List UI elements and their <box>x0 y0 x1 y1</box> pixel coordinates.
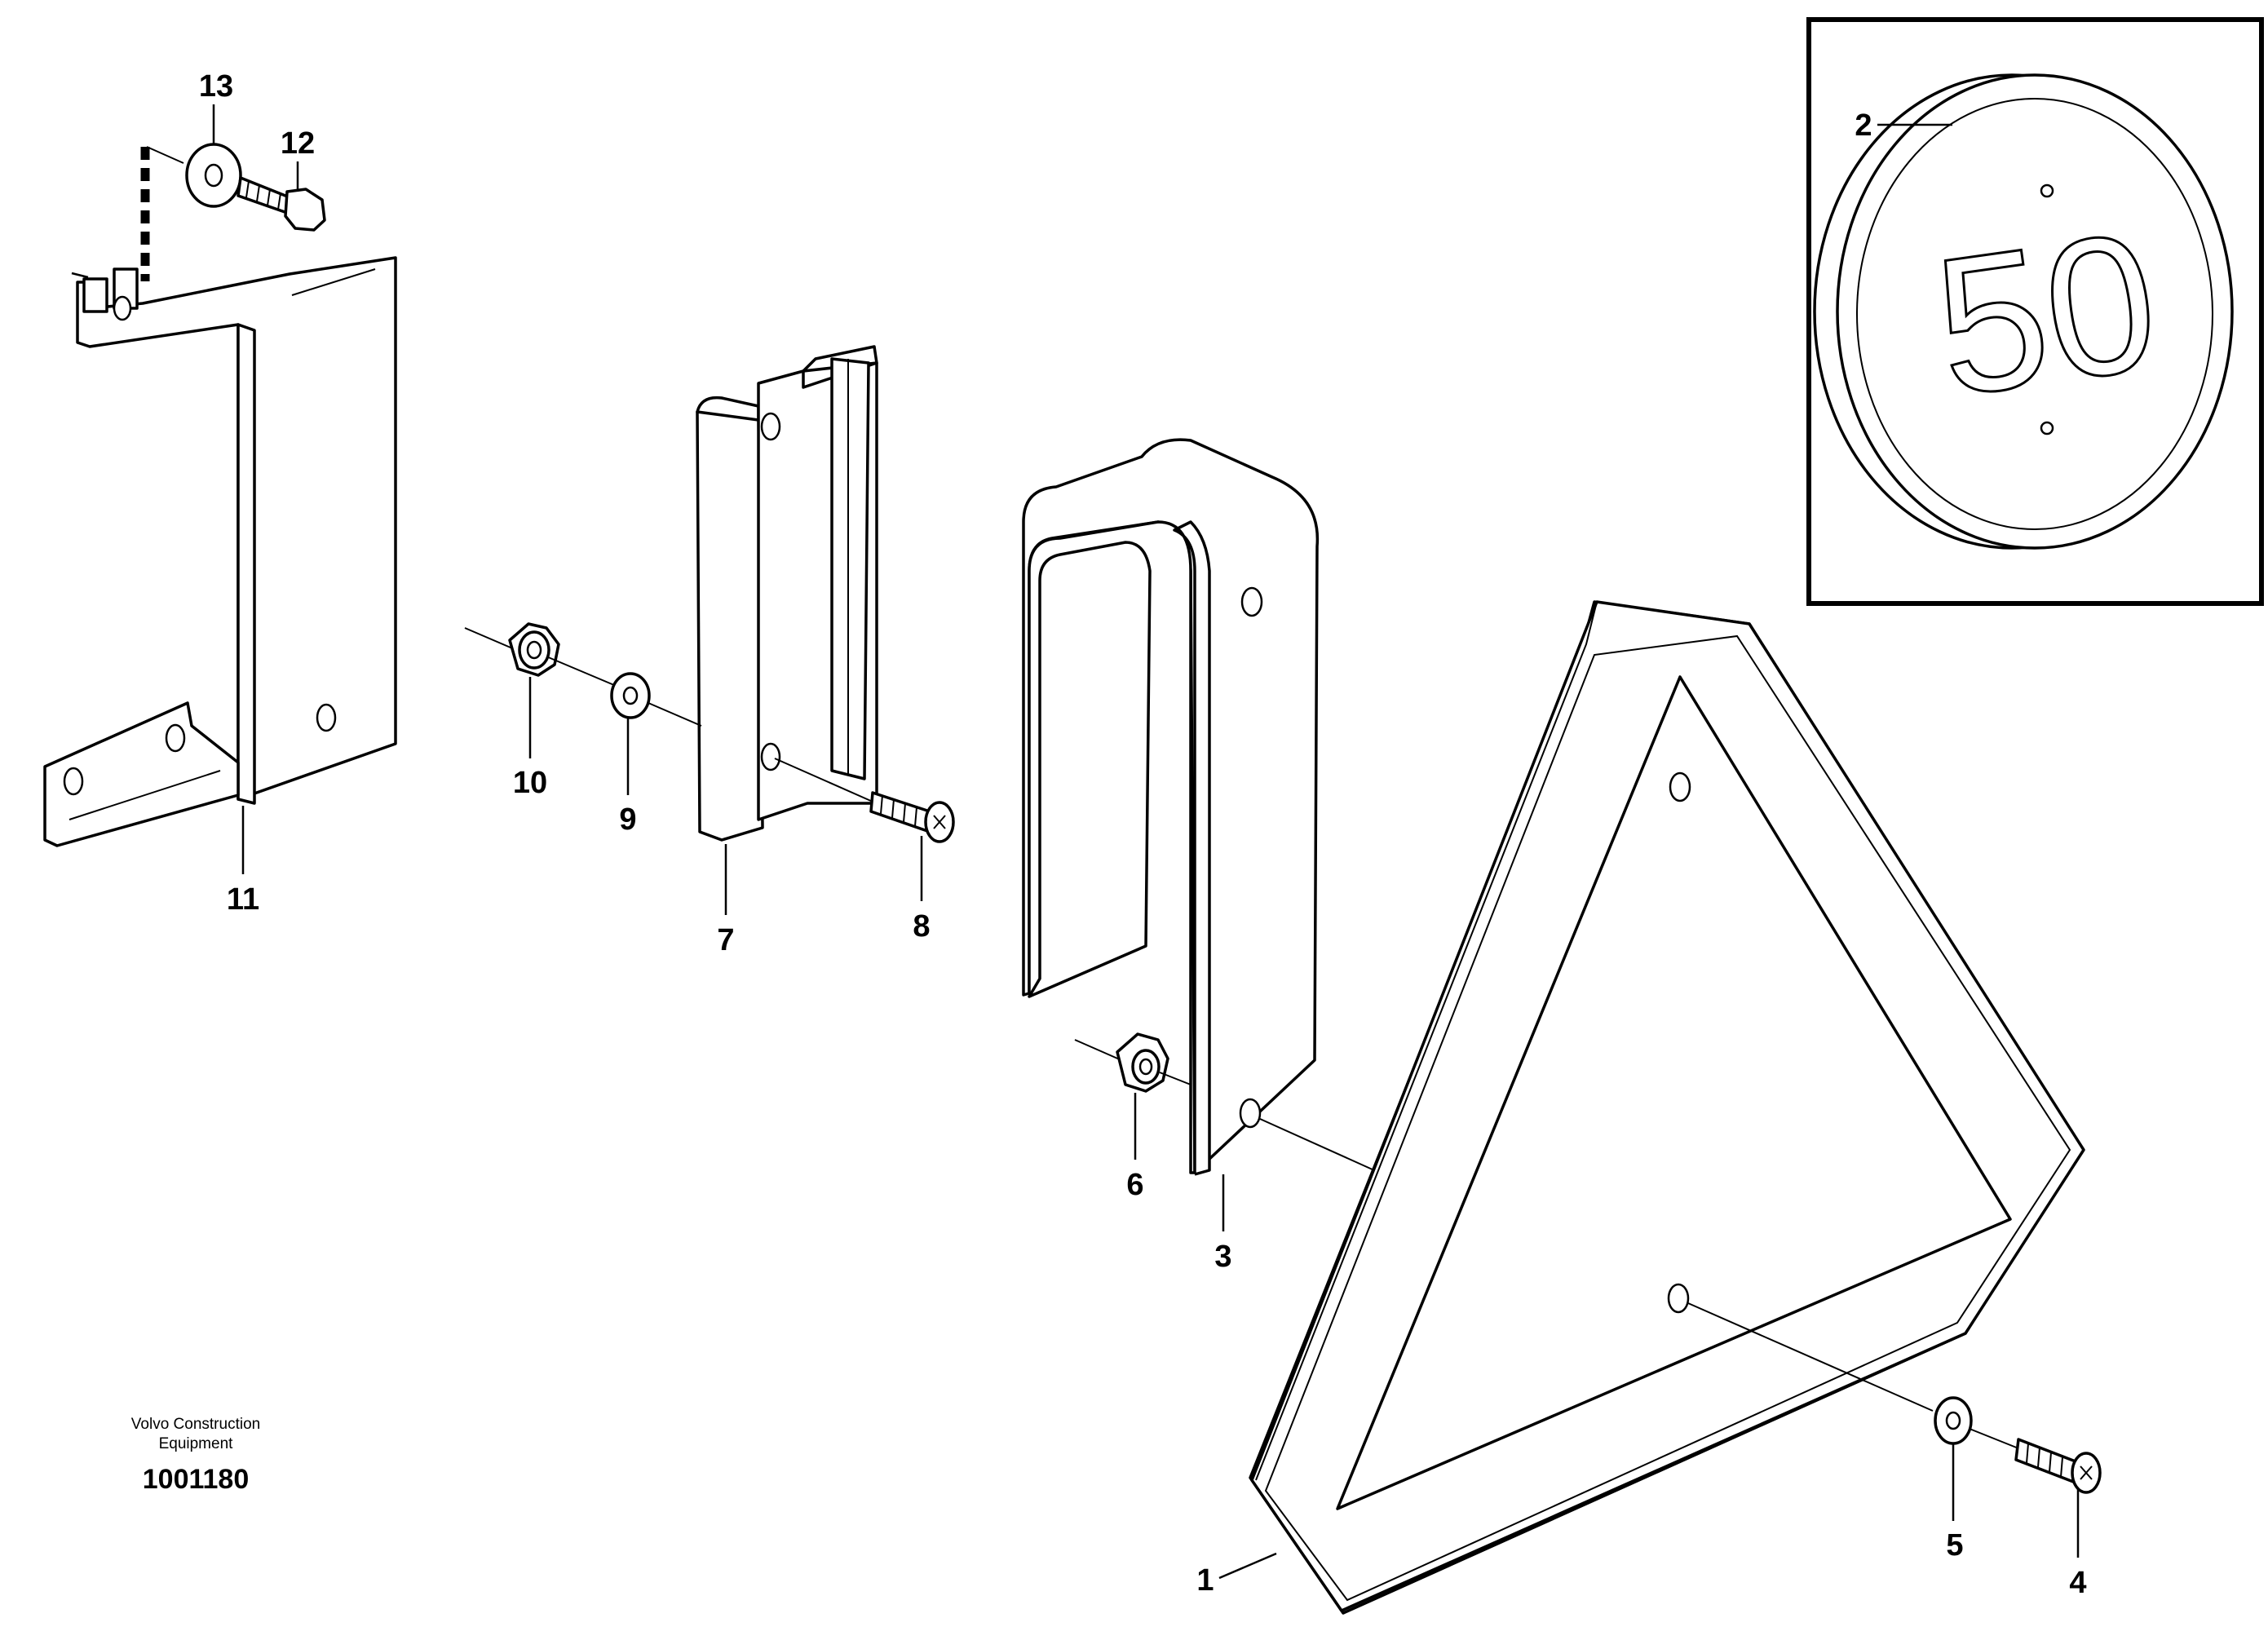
callout-11: 11 <box>227 882 259 917</box>
inset-panel: 50 <box>1806 17 2264 606</box>
callout-1: 1 <box>1196 1563 1214 1598</box>
callout-9: 9 <box>619 802 636 837</box>
nut-part-6 <box>1074 1032 1375 1171</box>
bracket-part-11 <box>43 147 397 874</box>
holder-part-3 <box>1022 438 1320 1231</box>
screw-part-8 <box>774 758 955 901</box>
callout-7: 7 <box>717 923 734 957</box>
caption-company-line1: Volvo Construction <box>131 1416 260 1433</box>
bolt-part-12 <box>237 161 326 232</box>
callout-3: 3 <box>1214 1240 1231 1274</box>
washer-part-9 <box>610 672 702 795</box>
speed-sign: 50 <box>1813 73 2234 550</box>
speed-sign-number: 50 <box>1923 191 2169 438</box>
callout-2: 2 <box>1855 108 1872 143</box>
nut-part-10 <box>464 622 621 758</box>
washer-part-13 <box>146 104 242 208</box>
warning-triangle-part-1 <box>1218 600 2085 1615</box>
callout-6: 6 <box>1126 1168 1143 1202</box>
screw-part-4 <box>2014 1438 2102 1558</box>
callout-10: 10 <box>513 766 547 800</box>
callout-12: 12 <box>281 126 315 161</box>
washer-part-5 <box>1934 1396 2019 1521</box>
callout-5: 5 <box>1946 1528 1963 1563</box>
callout-13: 13 <box>199 69 233 104</box>
document-number: 1001180 <box>143 1464 250 1495</box>
callout-4: 4 <box>2069 1566 2086 1600</box>
callout-8: 8 <box>913 909 930 944</box>
channel-part-7 <box>696 345 878 915</box>
caption-company-line2: Equipment <box>159 1435 234 1452</box>
